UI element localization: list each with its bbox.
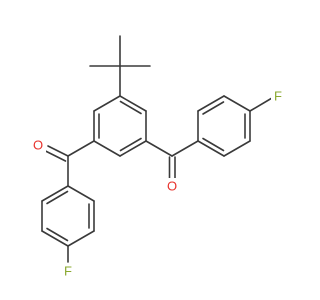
bond-left-ring-6 — [41, 185, 69, 202]
bond-right-ring-3 — [223, 95, 251, 112]
bond-central-1 — [119, 95, 147, 112]
atom-oxygen-right-bg — [164, 178, 180, 194]
atom-fluorine-bottom-bg — [61, 263, 75, 279]
atom-fluorine-bottom: F — [61, 263, 75, 279]
bond-central-double-a — [119, 100, 142, 115]
bond-left-co-a — [47, 145, 69, 157]
atom-oxygen-left: O — [30, 137, 46, 153]
atom-oxygen-left-label: O — [33, 138, 43, 153]
bond-central-6 — [93, 95, 121, 112]
tert-butyl-group — [89, 35, 151, 97]
atom-oxygen-right-label: O — [167, 179, 177, 194]
bond-right-ring-6 — [197, 140, 225, 157]
bond-left-ring-3 — [67, 230, 95, 247]
atom-fluorine-top-label: F — [274, 89, 282, 104]
right-fluorophenyl-ring — [197, 95, 273, 157]
left-fluorophenyl-ring — [41, 185, 95, 263]
atom-fluorine-top-bg — [271, 88, 285, 104]
molecule-diagram: O O F F — [30, 35, 285, 279]
bond-right-carbonyl-to-ring — [171, 140, 199, 157]
bond-ring-to-right-carbonyl — [145, 140, 173, 157]
atom-oxygen-right: O — [164, 178, 180, 194]
bond-left-co-b — [44, 150, 67, 162]
left-carbonyl-group — [44, 140, 95, 187]
bond-left-ring-double-c — [46, 190, 69, 205]
bond-right-ring-double-a — [202, 101, 225, 115]
bond-right-ring-2 — [197, 95, 225, 112]
bond-central-double-b — [119, 137, 142, 152]
bond-right-ring-5 — [223, 140, 251, 157]
central-benzene-ring — [93, 95, 147, 157]
bond-right-ring-to-f — [249, 97, 273, 112]
bond-central-4 — [93, 140, 121, 157]
bond-right-ring-double-c — [202, 137, 225, 152]
bond-central-3 — [119, 140, 147, 157]
bond-left-ring-4 — [41, 230, 69, 247]
bond-left-ring-1 — [67, 185, 95, 202]
bond-left-ring-double-b — [46, 227, 69, 242]
atom-fluorine-top: F — [271, 88, 285, 104]
right-carbonyl-group — [145, 140, 199, 182]
atom-oxygen-left-bg — [30, 137, 46, 153]
atom-fluorine-bottom-label: F — [64, 264, 72, 279]
bond-ring-to-left-carbonyl — [67, 140, 95, 157]
